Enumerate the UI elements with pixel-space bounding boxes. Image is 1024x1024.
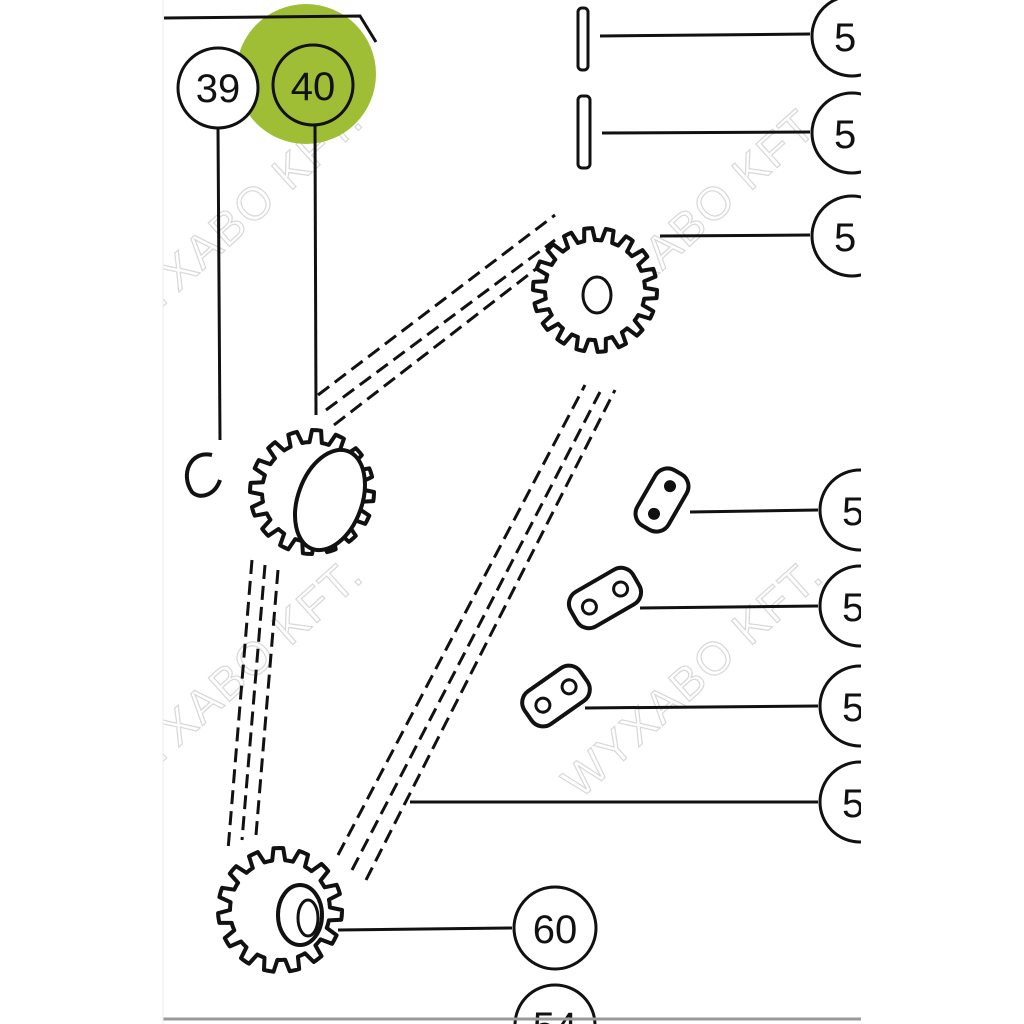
callout-label: 40 bbox=[291, 65, 336, 109]
leader-lines bbox=[216, 32, 819, 932]
callout-40[interactable]: 40 bbox=[271, 43, 355, 127]
sprocket-bore bbox=[296, 898, 320, 938]
highlight-marker bbox=[236, 4, 376, 144]
callout-label: 5 bbox=[842, 586, 864, 630]
callout-label: 5 bbox=[834, 16, 856, 60]
margin-left bbox=[0, 0, 163, 1024]
sprocket-hub bbox=[293, 447, 367, 553]
chain-link bbox=[633, 466, 691, 534]
callout-label: 5 bbox=[842, 782, 864, 826]
callout-label: 5 bbox=[842, 490, 864, 534]
callout-label: 54 bbox=[533, 1005, 578, 1024]
pin bbox=[576, 6, 590, 72]
callout-39[interactable]: 39 bbox=[176, 46, 260, 130]
callout-label: 60 bbox=[533, 908, 578, 952]
chain bbox=[226, 213, 617, 881]
callout-label: 5 bbox=[834, 113, 856, 157]
chain-link bbox=[566, 565, 644, 631]
chain-link bbox=[520, 663, 592, 729]
pin bbox=[576, 94, 592, 170]
callout-label: 39 bbox=[196, 67, 241, 111]
frame-line bbox=[163, 14, 378, 43]
circlip bbox=[184, 452, 222, 498]
margin-right bbox=[861, 0, 1024, 1024]
callout-60[interactable]: 60 bbox=[512, 885, 598, 971]
sprocket-bore bbox=[581, 275, 613, 315]
callout-label: 5 bbox=[834, 216, 856, 260]
callout-label: 5 bbox=[842, 686, 864, 730]
